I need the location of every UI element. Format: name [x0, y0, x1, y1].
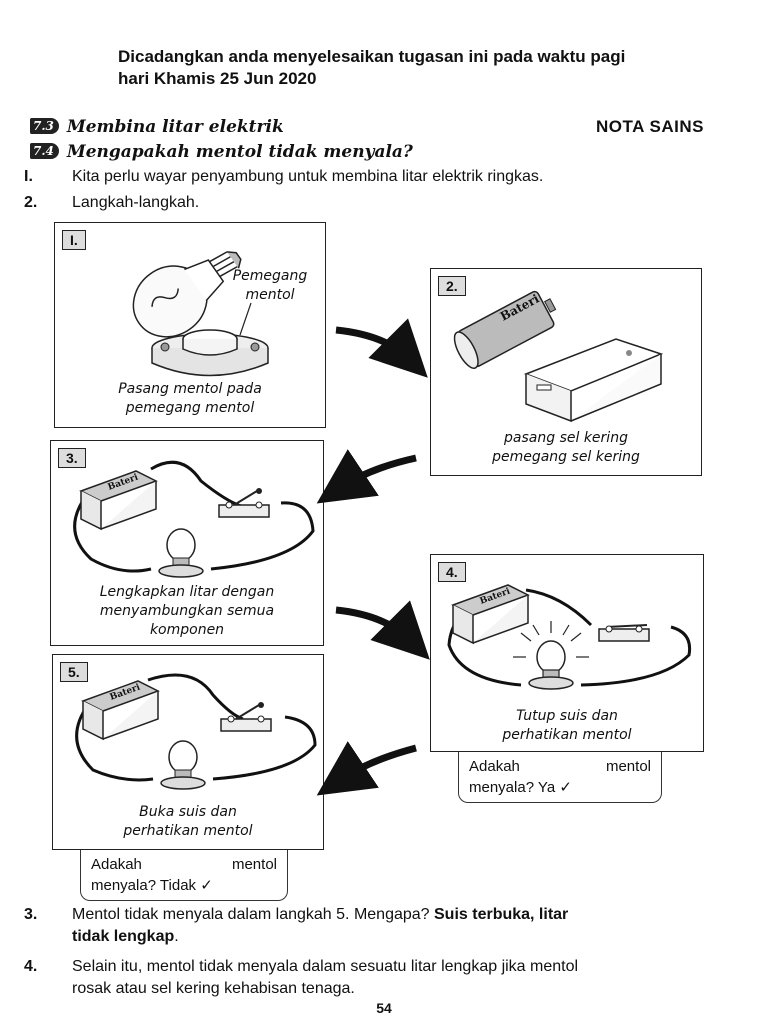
question-word1: Adakah — [469, 758, 520, 775]
caption-line1: pasang sel kering — [504, 430, 628, 446]
step-number: 4. — [438, 562, 466, 582]
question-word2: mentol — [231, 856, 277, 873]
step-3-panel: 3. Bateri Lengkapkan litar dengan menyam… — [50, 440, 324, 646]
item-3: 3. Mentol tidak menyala dalam langkah 5.… — [24, 904, 744, 948]
step-4-panel: 4. Bateri Tutup s — [430, 554, 704, 752]
question-word1: Adakah — [91, 856, 142, 873]
section-title: Membina litar elektrik — [66, 117, 284, 137]
arrow-right-icon — [335, 318, 428, 378]
arrow-left-icon — [316, 449, 417, 504]
step-5-panel: 5. Bateri Buka suis dan perhatikan mento… — [52, 654, 324, 850]
bulb-and-holder-illustration — [132, 251, 269, 377]
caption-line2: pemegang mentol — [125, 400, 255, 416]
question-answer: menyala? Tidak ✓ — [91, 877, 213, 894]
step-3-caption: Lengkapkan litar dengan menyambungkan se… — [51, 583, 323, 640]
item-number: I. — [24, 168, 33, 185]
item-number: 2. — [24, 194, 38, 211]
caption-line2: pemegang sel kering — [492, 449, 640, 465]
section-badge: 7.4 — [30, 143, 59, 159]
item-number: 3. — [24, 906, 38, 923]
item-3-end: . — [174, 928, 179, 945]
switch-open-circuit-illustration: Bateri — [75, 673, 317, 790]
caption-line2: menyambungkan semua — [99, 603, 275, 619]
assignment-note: Dicadangkan anda menyelesaikan tugasan i… — [118, 46, 625, 90]
caption-line1: Pasang mentol pada — [118, 381, 262, 397]
question-answer: menyala? Ya ✓ — [469, 779, 572, 796]
step-4-caption: Tutup suis dan perhatikan mentol — [431, 707, 703, 745]
caption-line3: komponen — [149, 622, 225, 638]
step-number: 5. — [60, 662, 88, 682]
step-number: I. — [62, 230, 86, 250]
section-title: Mengapakah mentol tidak menyala? — [66, 142, 413, 162]
step-number: 3. — [58, 448, 86, 468]
step-5-caption: Buka suis dan perhatikan mentol — [53, 803, 323, 841]
step-4-question: Adakah mentol menyala? Ya ✓ — [458, 752, 662, 803]
item-number: 4. — [24, 958, 38, 975]
item-text: Kita perlu wayar penyambung untuk membin… — [72, 168, 544, 185]
step-1-panel: I. Pemegang mentol Pasang mentol pada pe… — [54, 222, 326, 428]
section-badge: 7.3 — [30, 118, 59, 134]
step-number: 2. — [438, 276, 466, 296]
caption-line2: perhatikan mentol — [123, 823, 253, 839]
caption-line1: Buka suis dan — [139, 804, 237, 820]
item-2: 2. Langkah-langkah. — [24, 192, 744, 214]
item-3-answer-line2: tidak lengkap — [72, 928, 175, 945]
battery-and-holder-illustration: Bateri — [453, 290, 664, 423]
step-5-question: Adakah mentol menyala? Tidak ✓ — [80, 850, 288, 901]
item-text: Mentol tidak menyala dalam langkah 5. Me… — [72, 904, 744, 948]
step-2-panel: 2. Bateri pasang sel kering pemegang sel… — [430, 268, 702, 476]
item-1: I. Kita perlu wayar penyambung untuk mem… — [24, 166, 744, 188]
item-4: 4. Selain itu, mentol tidak menyala dala… — [24, 956, 744, 1000]
holder-label-line1: Pemegang — [232, 268, 308, 284]
step-1-caption: Pasang mentol pada pemegang mentol — [55, 380, 325, 418]
section-heading-7-3: 7.3 Membina litar elektrik — [30, 117, 284, 137]
assignment-note-line2: hari Khamis 25 Jun 2020 — [118, 69, 317, 88]
item-text: Langkah-langkah. — [72, 194, 200, 211]
complete-circuit-illustration: Bateri — [73, 460, 315, 578]
item-text: Selain itu, mentol tidak menyala dalam s… — [72, 956, 744, 1000]
caption-line1: Tutup suis dan — [516, 708, 618, 724]
arrow-left-icon — [316, 741, 417, 796]
nota-sains-label: NOTA SAINS — [596, 117, 704, 136]
caption-line2: perhatikan mentol — [502, 727, 632, 743]
item-4-line2: rosak atau sel kering kehabisan tenaga. — [72, 980, 355, 997]
holder-label: Pemegang mentol — [215, 267, 325, 305]
assignment-note-line1: Dicadangkan anda menyelesaikan tugasan i… — [118, 47, 626, 66]
section-heading-7-4: 7.4 Mengapakah mentol tidak menyala? — [30, 142, 413, 162]
holder-label-line2: mentol — [245, 287, 295, 303]
item-3-question: Mentol tidak menyala dalam langkah 5. Me… — [72, 906, 434, 923]
arrow-right-icon — [335, 600, 430, 660]
item-4-line1: Selain itu, mentol tidak menyala dalam s… — [72, 958, 579, 975]
caption-line1: Lengkapkan litar dengan — [99, 584, 275, 600]
step-2-caption: pasang sel kering pemegang sel kering — [431, 429, 701, 467]
page-number: 54 — [376, 1000, 392, 1016]
question-word2: mentol — [605, 758, 651, 775]
switch-closed-circuit-illustration: Bateri — [447, 584, 692, 690]
item-3-answer-line1: Suis terbuka, litar — [434, 906, 569, 923]
